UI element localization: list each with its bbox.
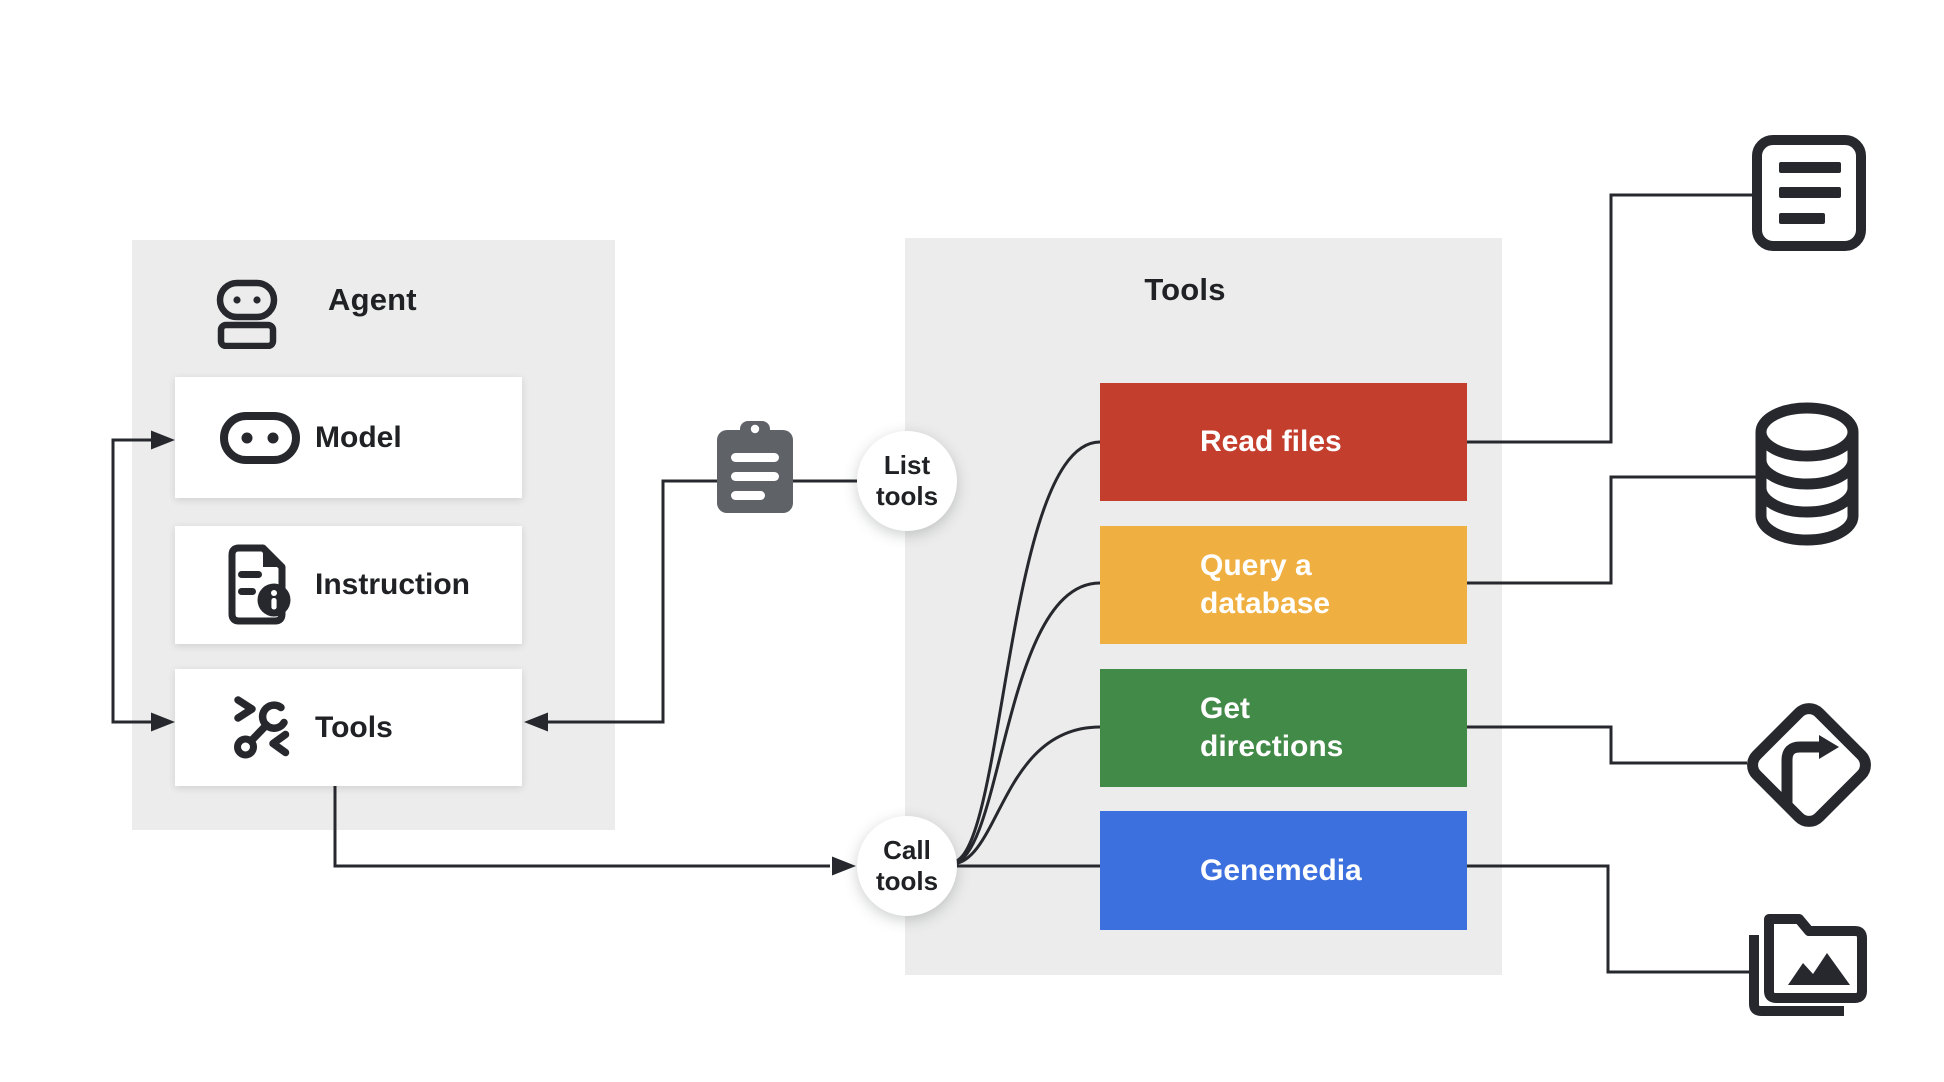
tool-box-label: Read files	[1200, 425, 1342, 458]
robot-icon	[216, 279, 278, 349]
tool-box-label: Get directions	[1200, 692, 1344, 763]
tools-panel-title: Tools	[1144, 272, 1226, 307]
card-model-label: Model	[315, 420, 402, 454]
tool-box-read-files: Read files	[1100, 383, 1467, 501]
tool-box-query-database: Query a database	[1100, 526, 1467, 644]
wire-query-to-database	[1467, 475, 1760, 585]
document-text-icon	[1752, 135, 1866, 251]
tool-box-get-directions: Get directions	[1100, 669, 1467, 787]
agent-panel-title: Agent	[328, 282, 417, 317]
card-tools: Tools	[175, 669, 522, 786]
tools-wrench-code-icon	[205, 692, 315, 764]
wire-read-files-to-document	[1467, 193, 1755, 444]
clipboard-checklist-icon	[717, 421, 793, 513]
card-instruction-label: Instruction	[315, 568, 470, 601]
card-tools-label: Tools	[315, 710, 393, 744]
instruction-document-info-icon	[205, 542, 315, 628]
list-tools-label: List tools	[875, 450, 939, 511]
model-robot-face-icon	[205, 411, 315, 464]
card-instruction: Instruction	[175, 526, 522, 644]
call-tools-label: Call tools	[875, 835, 939, 896]
tool-box-label: Query a database	[1200, 549, 1331, 620]
tool-box-genemedia: Genemedia	[1100, 811, 1467, 930]
call-tools-bubble: Call tools	[857, 816, 957, 916]
wire-genemedia-to-media	[1467, 864, 1753, 974]
database-icon	[1755, 402, 1859, 546]
tool-box-label: Genemedia	[1200, 853, 1362, 887]
wire-directions-to-sign	[1467, 725, 1747, 765]
card-model: Model	[175, 377, 522, 498]
turn-directions-icon	[1747, 703, 1871, 827]
list-tools-bubble: List tools	[857, 431, 957, 531]
media-folder-icon	[1749, 914, 1867, 1016]
